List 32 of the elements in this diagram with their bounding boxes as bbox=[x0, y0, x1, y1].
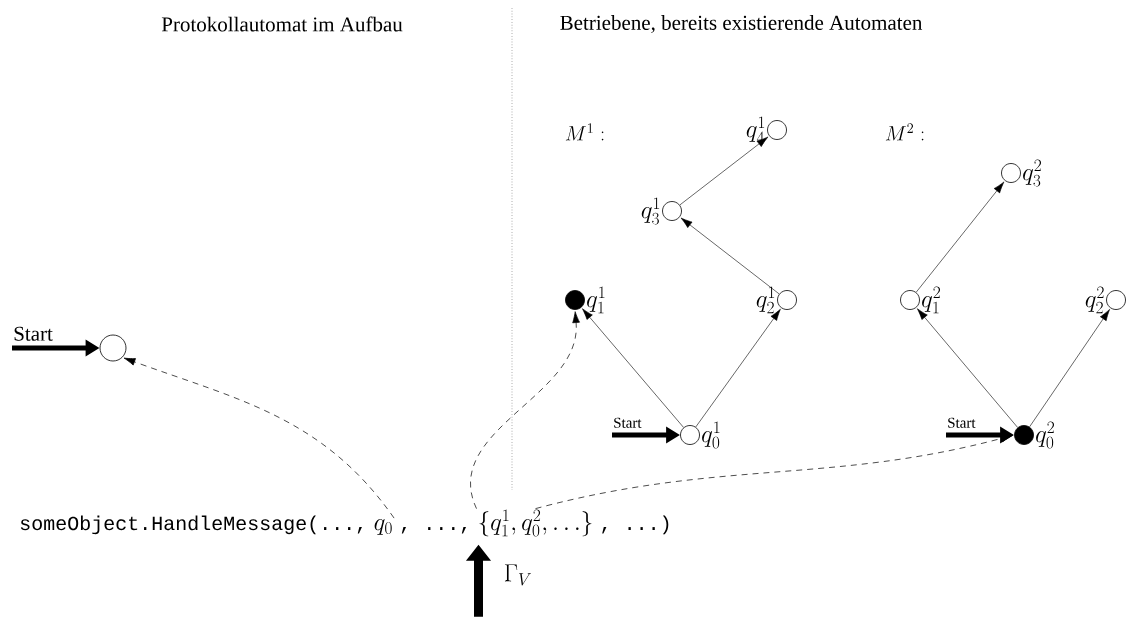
state-label: $q_3^2$ bbox=[1023, 159, 1041, 187]
transition-arrow bbox=[917, 308, 1018, 428]
transition-arrow bbox=[695, 308, 781, 428]
math-label: $M^1 :$ bbox=[565, 123, 604, 141]
state-label: $q_0^1$ bbox=[702, 421, 720, 449]
state-label: $q_2^2$ bbox=[1085, 286, 1104, 314]
transition-arrow bbox=[679, 136, 769, 206]
transition-arrow bbox=[915, 181, 1005, 293]
transition-arrow bbox=[582, 308, 684, 428]
code-text: someObject.HandleMessage(..., bbox=[20, 515, 362, 535]
dashed-arrow bbox=[470, 311, 580, 509]
parameter-text: $\{q_1^1, q_0^2, \ldots\}$ bbox=[479, 509, 592, 537]
math-label: $\Gamma_V$ bbox=[504, 564, 532, 586]
math-label: $M^2 :$ bbox=[885, 123, 924, 141]
dashed-arrow bbox=[535, 434, 1013, 509]
transition-arrow bbox=[680, 217, 780, 295]
state-label: $q_0^2$ bbox=[1036, 421, 1054, 449]
state-label: $q_1^2$ bbox=[922, 286, 940, 314]
state-label: $q_2^1$ bbox=[756, 286, 775, 314]
heading: Betriebene, bereits existierende Automaten bbox=[560, 15, 923, 33]
state-label: $q_3^1$ bbox=[641, 197, 660, 225]
transition-arrow bbox=[1029, 309, 1110, 428]
edge-label: Start bbox=[14, 326, 53, 341]
edge-label: Start bbox=[948, 417, 976, 428]
state-circle bbox=[99, 334, 127, 362]
edge-label: Start bbox=[614, 417, 642, 428]
dashed-arrow bbox=[123, 357, 395, 519]
state-label: $q_1^1$ bbox=[587, 286, 605, 314]
code-text: , ...) bbox=[602, 515, 669, 535]
code-text: , ..., bbox=[401, 527, 467, 534]
parameter-text: $q_0$ bbox=[374, 519, 392, 535]
heading: Protokollautomat im Aufbau bbox=[161, 16, 403, 32]
